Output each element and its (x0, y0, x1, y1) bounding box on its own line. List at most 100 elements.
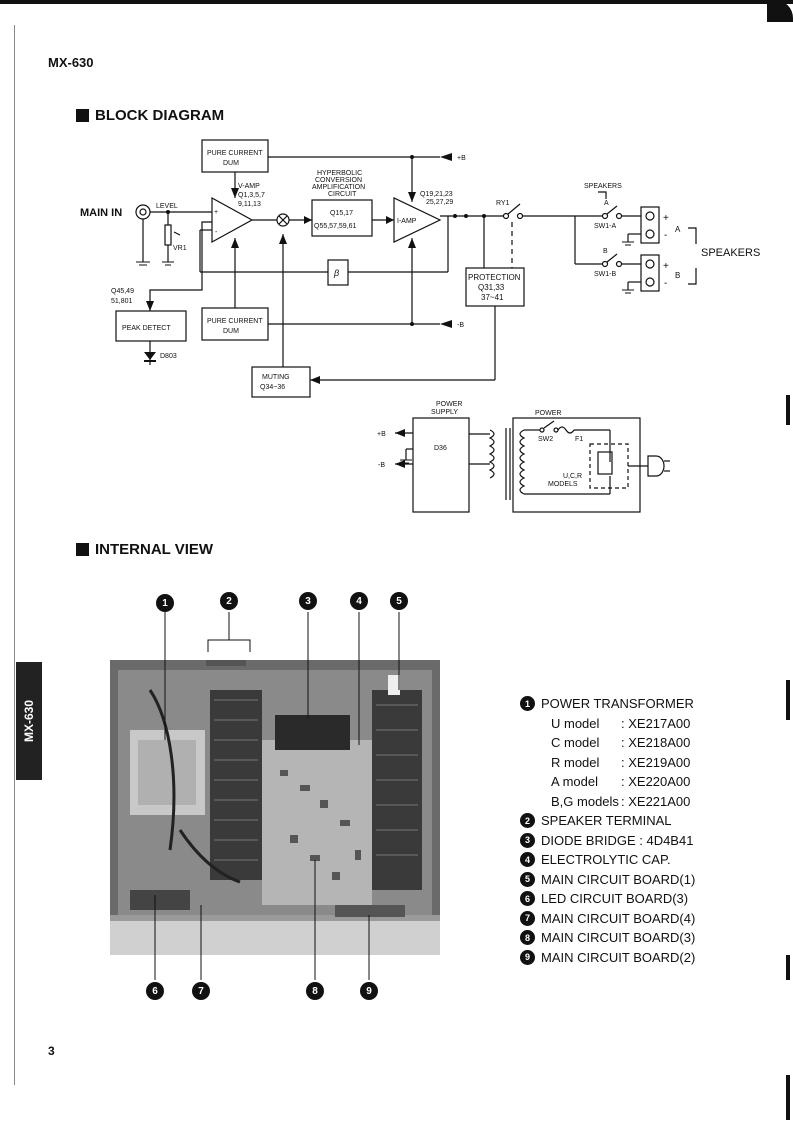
model-name: U model (551, 715, 600, 731)
legend-item: 8 MAIN CIRCUIT BOARD(3) (520, 928, 695, 948)
page-number: 3 (48, 1044, 55, 1058)
callout-marker: 8 (306, 982, 324, 1000)
dum-label: DUM (223, 160, 239, 167)
legend-label: LED CIRCUIT BOARD(3) (541, 891, 689, 907)
vr1-label: VR1 (173, 245, 187, 252)
callout-marker: 5 (390, 592, 408, 610)
transformer-model-row: R model : XE219A00 (520, 753, 695, 773)
main-in-label: MAIN IN (80, 207, 122, 219)
speaker-a-label: A (675, 225, 681, 234)
legend-label: POWER TRANSFORMER (541, 696, 694, 712)
legend-number: 3 (520, 832, 535, 848)
legend-number: 8 (520, 930, 535, 946)
legend-item: 2 SPEAKER TERMINAL (520, 811, 695, 831)
sw1a-label: SW1-A (594, 223, 617, 230)
plus-b-label: +B (457, 155, 466, 162)
speaker-a-label: A (604, 200, 609, 207)
legend-item: 4 ELECTROLYTIC CAP. (520, 850, 695, 870)
section-bullet-icon (76, 543, 89, 556)
speaker-b-label: B (675, 271, 680, 280)
iamp-transistors: 25,27,29 (426, 199, 453, 206)
peak-detect-label: PEAK DETECT (122, 325, 171, 332)
ucr-label: MODELS (548, 481, 578, 488)
power-supply-label: POWER (436, 401, 462, 408)
plus-b-label: +B (377, 431, 386, 438)
peak-transistors: 51,801 (111, 298, 133, 305)
ry1-label: RY1 (496, 200, 510, 207)
level-label: LEVEL (156, 203, 178, 210)
iamp-transistors: Q19,21,23 (420, 191, 453, 198)
transformer-model-row: A model : XE220A00 (520, 772, 695, 792)
transformer-model-row: C model : XE218A00 (520, 733, 695, 753)
dum-label: DUM (223, 328, 239, 335)
legend-item: 1 POWER TRANSFORMER (520, 694, 695, 714)
callout-marker: 1 (156, 594, 174, 612)
protection-transistors: Q31,33 (478, 283, 505, 292)
minus-sign: - (664, 278, 667, 289)
speaker-b-label: B (603, 248, 608, 255)
muting-label: MUTING (262, 374, 290, 381)
plus-sign: + (214, 209, 218, 216)
legend-number: 4 (520, 852, 535, 868)
plus-sign: + (663, 213, 669, 224)
power-supply-label: SUPPLY (431, 409, 458, 416)
speakers-label: SPEAKERS (701, 247, 760, 259)
block-diagram: MAIN IN LEVEL VR1 PURE CURRENT DUM PURE … (80, 139, 760, 513)
legend-label: SPEAKER TERMINAL (541, 813, 672, 829)
legend-item: 5 MAIN CIRCUIT BOARD(1) (520, 870, 695, 890)
legend-number: 6 (520, 891, 535, 907)
d36-label: D36 (434, 445, 447, 452)
section-block-diagram: BLOCK DIAGRAM (76, 107, 224, 124)
legend-item: 7 MAIN CIRCUIT BOARD(4) (520, 909, 695, 929)
section-internal-view: INTERNAL VIEW (76, 541, 213, 558)
callout-marker: 6 (146, 982, 164, 1000)
section-title: BLOCK DIAGRAM (95, 107, 225, 124)
hyperbolic-label: AMPLIFICATION (312, 184, 365, 191)
binding-line (14, 25, 15, 1085)
edge-mark (786, 1075, 790, 1120)
edge-mark (786, 395, 790, 425)
pure-current-label: PURE CURRENT (207, 150, 263, 157)
peak-transistors: Q45,49 (111, 288, 134, 295)
sw1b-label: SW1-B (594, 271, 617, 278)
muting-transistors: Q34~36 (260, 384, 285, 391)
legend-number: 5 (520, 871, 535, 887)
callout-marker: 2 (220, 592, 238, 610)
minus-b-label: -B (457, 322, 464, 329)
legend-item: 3 DIODE BRIDGE : 4D4B41 (520, 831, 695, 851)
model-part: : XE217A00 (621, 715, 691, 731)
page-top-border (0, 0, 793, 4)
vamp-label: V-AMP (238, 183, 260, 190)
edge-mark (786, 680, 790, 720)
f1-label: F1 (575, 436, 583, 443)
beta-label: β (333, 268, 339, 278)
hyperbolic-label: CONVERSION (315, 177, 362, 184)
vamp-transistors: 9,11,13 (238, 201, 261, 208)
q15-label: Q15,17 (330, 210, 353, 217)
ucr-label: U,C,R (563, 473, 582, 480)
legend-item: 9 MAIN CIRCUIT BOARD(2) (520, 948, 695, 968)
legend-item: 6 LED CIRCUIT BOARD(3) (520, 889, 695, 909)
minus-b-label: -B (378, 462, 385, 469)
hyperbolic-label: HYPERBOLIC (317, 170, 362, 177)
legend-label: MAIN CIRCUIT BOARD(1) (541, 871, 696, 887)
internal-view-photo (110, 660, 440, 955)
d803-label: D803 (160, 353, 177, 360)
model-part: : XE218A00 (621, 735, 691, 751)
section-bullet-icon (76, 109, 89, 122)
model-part: : XE219A00 (621, 754, 691, 770)
model-part: : XE221A00 (621, 793, 691, 809)
model-name: A model (551, 774, 598, 790)
pure-current-label: PURE CURRENT (207, 318, 263, 325)
protection-label: PROTECTION (468, 273, 521, 282)
legend-number: 1 (520, 696, 535, 712)
parts-legend: 1 POWER TRANSFORMER U model : XE217A00 C… (520, 694, 695, 967)
legend-number: 7 (520, 910, 535, 926)
minus-sign: - (215, 229, 218, 236)
side-tab: MX-630 (16, 662, 42, 780)
iamp-label: I-AMP (397, 218, 417, 225)
sw2-label: SW2 (538, 436, 553, 443)
legend-label: DIODE BRIDGE : 4D4B41 (541, 832, 694, 848)
model-heading: MX-630 (48, 55, 94, 70)
